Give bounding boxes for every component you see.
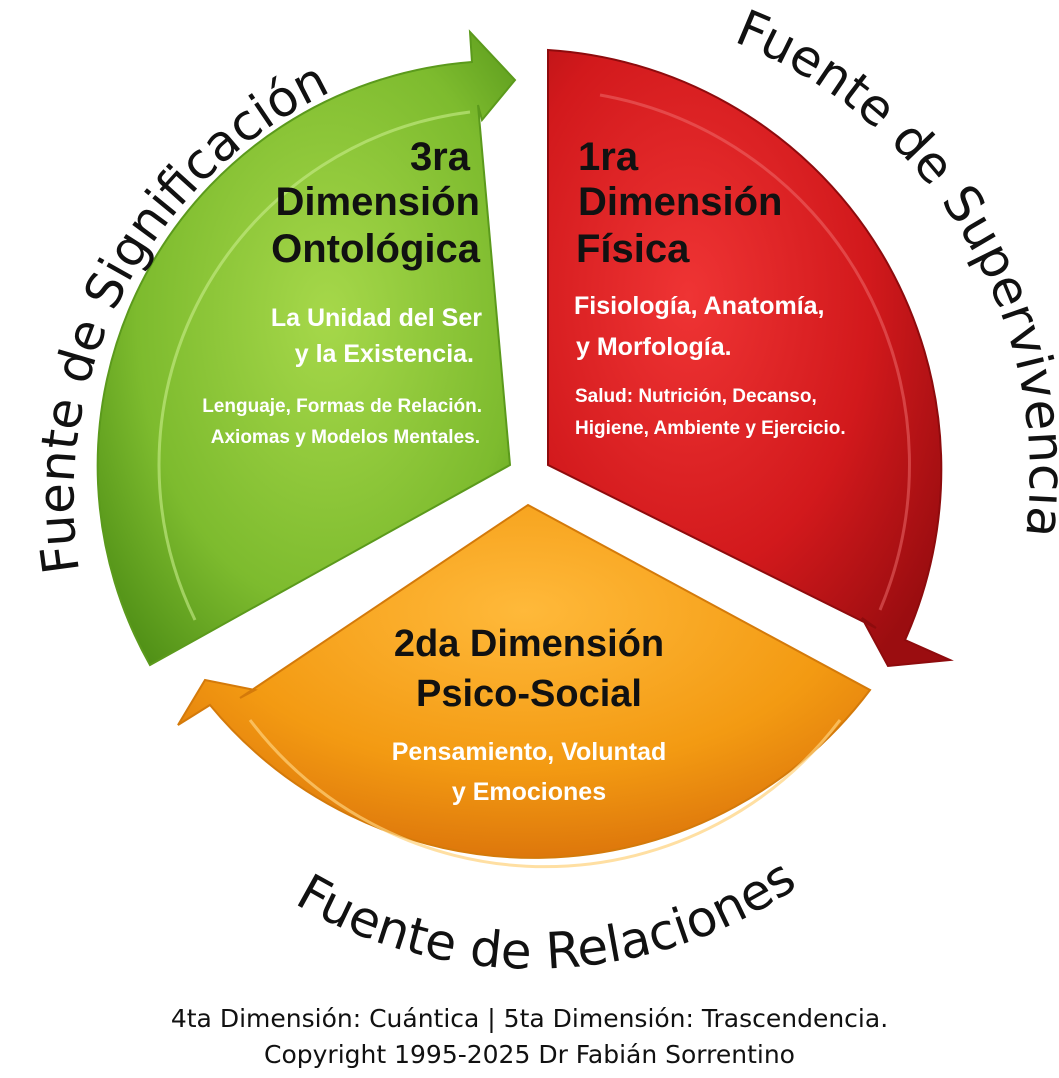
ontologica-title-line-2: Dimensión [276, 180, 480, 224]
fisica-subtitle-line-2: y Morfología. [576, 333, 732, 361]
ontologica-subtitle-line-1: La Unidad del Ser [271, 304, 482, 332]
segment-psicosocial-inner-rim [248, 719, 842, 869]
fisica-title-line-1: 1ra [578, 135, 639, 179]
psicosocial-subtitle-line-1: Pensamiento, Voluntad [392, 738, 667, 766]
ontologica-subtitle-line-2: y la Existencia. [295, 340, 474, 368]
ontologica-detail-line-2: Axiomas y Modelos Mentales. [211, 427, 480, 448]
segment-ontologica-inner-rim [157, 110, 471, 621]
segment-fisica [547, 48, 954, 668]
segment-fisica-shape [547, 48, 954, 668]
ontologica-detail-line-1: Lenguaje, Formas de Relación. [202, 396, 482, 417]
ontologica-title-line-1: 3ra [410, 135, 471, 179]
segment-ontologica-text: 3ra Dimensión Ontológica La Unidad del S… [202, 135, 482, 448]
fisica-title-line-3: Física [576, 227, 690, 271]
ontologica-title-line-3: Ontológica [271, 227, 481, 271]
segment-fisica-text: 1ra Dimensión Física Fisiología, Anatomí… [574, 135, 846, 439]
fisica-title-line-2: Dimensión [578, 180, 782, 224]
psicosocial-title-line-1: 2da Dimensión [394, 623, 664, 665]
footer-copyright: Copyright 1995-2025 Dr Fabián Sorrentino [264, 1040, 795, 1069]
psicosocial-title-line-2: Psico-Social [416, 673, 642, 715]
fisica-subtitle-line-1: Fisiología, Anatomía, [574, 292, 825, 320]
footer-dimensions-note: 4ta Dimensión: Cuántica | 5ta Dimensión:… [170, 1004, 889, 1033]
segment-psicosocial-text: 2da Dimensión Psico-Social Pensamiento, … [392, 623, 667, 806]
psicosocial-subtitle-line-2: y Emociones [452, 778, 606, 806]
segment-psicosocial [177, 503, 872, 869]
segment-ontologica [96, 29, 517, 667]
segment-ontologica-shape [96, 29, 517, 667]
segment-fisica-inner-rim [599, 93, 911, 611]
fisica-detail-line-1: Salud: Nutrición, Decanso, [575, 386, 817, 407]
segment-psicosocial-shape [177, 503, 872, 859]
fisica-detail-line-2: Higiene, Ambiente y Ejercicio. [575, 418, 846, 439]
